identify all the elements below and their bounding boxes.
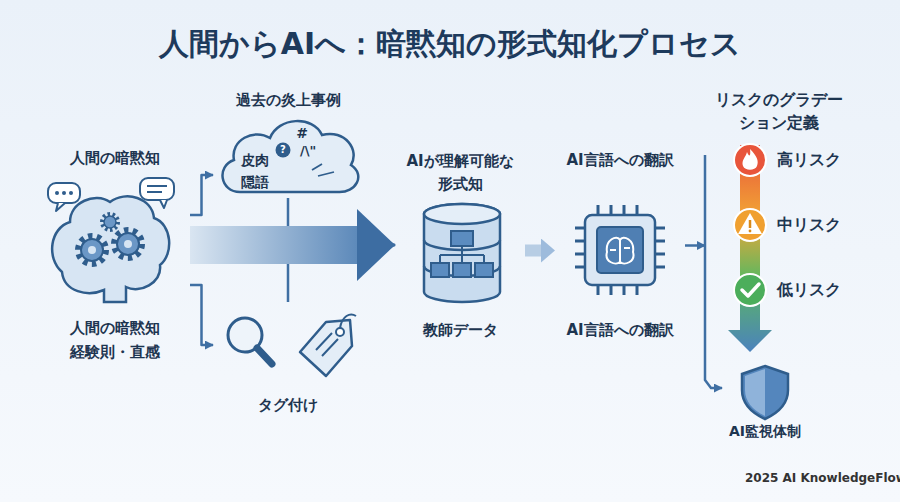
risk-text: 中リスク xyxy=(777,213,867,237)
risk-level: 高リスク xyxy=(732,143,857,177)
scribble xyxy=(312,164,334,176)
bubble-dot xyxy=(62,191,66,195)
connector-arrow xyxy=(190,285,213,345)
warning-dot xyxy=(749,230,752,233)
connector-arrow xyxy=(705,155,722,388)
node-heading: AI言語への翻訳 xyxy=(555,148,685,172)
chip-node: AI言語への翻訳 AI言語への翻訳 xyxy=(555,148,685,343)
gear-body xyxy=(81,239,103,261)
flow-arrow xyxy=(190,226,357,264)
flame-symbol xyxy=(743,149,758,170)
symbol-text: /\" xyxy=(300,142,330,160)
magnifier-handle xyxy=(257,348,272,364)
footer-credit: 2025 AI KnowledgeFlow xyxy=(745,470,895,486)
question-disc xyxy=(276,143,291,158)
hierarchy-box xyxy=(451,231,473,246)
node-caption: 人間の暗黙知 経験則・直感 xyxy=(40,316,190,364)
speech-bubble xyxy=(140,178,174,200)
shield-node: AI監視体制 xyxy=(722,358,808,444)
gear-body xyxy=(104,216,116,228)
hierarchy-box xyxy=(453,263,471,277)
chip-brain xyxy=(607,238,634,264)
node-heading: 過去の炎上事例 xyxy=(213,88,363,112)
tag-string xyxy=(340,315,356,329)
tag-lines xyxy=(316,333,338,356)
bubble-tail xyxy=(56,203,65,211)
hierarchy-box xyxy=(475,263,493,277)
brain-node: 人間の暗黙知人間の暗黙知 経験則・直感 xyxy=(40,145,190,365)
tagging-node: タグ付け xyxy=(213,302,363,414)
chip-icon xyxy=(575,205,665,295)
risk-text: 低リスク xyxy=(777,278,867,302)
keyword-text: 皮肉 xyxy=(235,150,275,170)
node-heading: リスクのグラデーション定義 xyxy=(714,88,844,134)
chip-pins xyxy=(575,205,665,295)
brain-outline xyxy=(52,196,169,302)
risk-level: 低リスク xyxy=(732,273,857,307)
database-body xyxy=(424,204,500,302)
risk-level: 中リスク xyxy=(732,208,857,242)
chip-package xyxy=(585,215,655,285)
shield-icon xyxy=(742,366,788,419)
hierarchy-links xyxy=(440,246,484,263)
symbol-text: ? xyxy=(276,143,290,157)
node-caption: AI言語への翻訳 xyxy=(555,318,685,342)
bubble-dot xyxy=(55,191,59,195)
database-icon xyxy=(424,204,500,302)
cloud-node: 過去の炎上事例皮肉隠語 xyxy=(213,86,363,198)
bubble-tail xyxy=(160,200,167,208)
mid-risk-icon xyxy=(734,209,766,241)
check-mark xyxy=(742,284,759,296)
node-heading: 人間の暗黙知 xyxy=(40,146,190,170)
speech-bubble xyxy=(48,183,80,203)
bubble-dot xyxy=(69,191,73,195)
hierarchy-box xyxy=(431,263,449,277)
shield-body xyxy=(742,366,788,419)
keyword-text: 隠語 xyxy=(235,172,275,192)
cloud-icon xyxy=(223,121,359,192)
low-risk-icon xyxy=(734,274,766,306)
diagram-title: 人間からAIへ：暗黙知の形式知化プロセス xyxy=(0,22,900,66)
node-caption: AI監視体制 xyxy=(722,420,808,442)
gear-hole xyxy=(88,246,96,254)
risk-scale: リスクのグラデーション定義高リスク中リスク低リスク xyxy=(705,86,862,346)
gear-hole xyxy=(124,240,132,248)
high-risk-icon xyxy=(734,144,766,176)
gear-teeth xyxy=(114,230,142,258)
cloud-outline xyxy=(223,121,359,192)
connector-arrow xyxy=(525,245,541,257)
chip-core xyxy=(597,227,643,273)
gear-body xyxy=(117,233,139,255)
node-caption: タグ付け xyxy=(213,393,363,417)
tag-hole xyxy=(336,328,344,336)
database-node: AIが理解可能な 形式知教師データ xyxy=(395,148,525,343)
gear-teeth xyxy=(78,236,106,264)
risk-text: 高リスク xyxy=(777,148,867,172)
shield-highlight xyxy=(745,369,765,416)
bubble-lines xyxy=(147,186,167,192)
connector-arrow xyxy=(190,175,213,215)
symbol-text: # xyxy=(295,124,309,142)
database-top xyxy=(424,204,500,224)
tag-body xyxy=(300,320,352,376)
gear-teeth xyxy=(102,214,118,230)
warning-triangle xyxy=(738,213,762,234)
brain-icon xyxy=(48,178,174,302)
node-heading: AIが理解可能な 形式知 xyxy=(395,150,525,196)
risk-gradient xyxy=(728,144,772,352)
warning-mark xyxy=(749,220,752,228)
tag-icon xyxy=(228,315,356,377)
node-caption: 教師データ xyxy=(395,318,525,342)
gradient-arrow xyxy=(728,145,772,352)
connector-arrow xyxy=(685,244,705,247)
